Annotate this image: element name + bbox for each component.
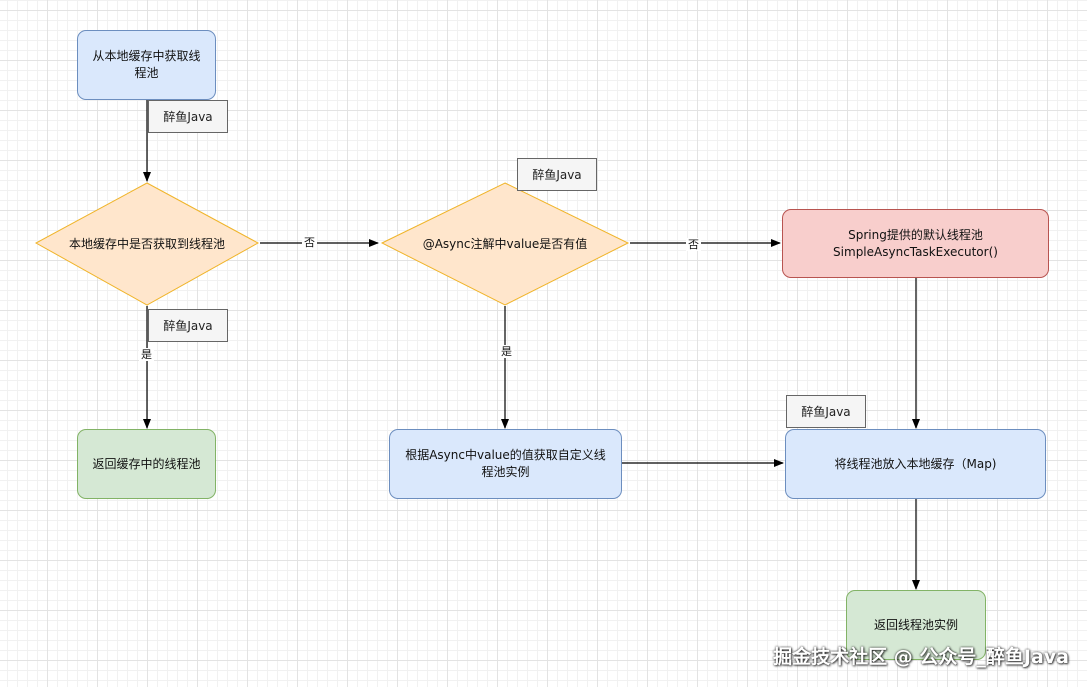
decision-diamond-async (380, 182, 630, 306)
node-put-cache-label: 将线程池放入本地缓存（Map) (834, 456, 997, 471)
edge-label-yes-2: 是 (499, 345, 514, 358)
node-put-cache: 将线程池放入本地缓存（Map) (785, 429, 1046, 499)
node-default-pool-line2: SimpleAsyncTaskExecutor() (833, 244, 998, 259)
tag-box-3: 醉鱼Java (148, 309, 228, 342)
node-get-from-cache-label: 从本地缓存中获取线程池 (92, 49, 201, 80)
node-custom-pool-label: 根据Async中value的值获取自定义线程池实例 (405, 448, 606, 479)
edge-label-yes-1: 是 (139, 348, 154, 361)
node-custom-pool: 根据Async中value的值获取自定义线程池实例 (389, 429, 622, 499)
node-get-from-cache: 从本地缓存中获取线程池 (77, 30, 216, 100)
node-return-instance-label: 返回线程池实例 (873, 617, 958, 632)
decision-cache-check-label: 本地缓存中是否获取到线程池 (68, 236, 225, 251)
node-return-instance: 返回线程池实例 (846, 590, 986, 660)
edge-label-no-2: 否 (686, 238, 701, 251)
node-return-cached: 返回缓存中的线程池 (77, 429, 216, 499)
decision-async-check-label: @Async注解中value是否有值 (422, 236, 588, 251)
node-default-pool: Spring提供的默认线程池 SimpleAsyncTaskExecutor() (782, 209, 1049, 278)
decision-diamond-cache (34, 182, 260, 306)
edge-label-no-1: 否 (302, 236, 317, 249)
tag-box-2: 醉鱼Java (517, 158, 597, 191)
tag-box-1: 醉鱼Java (148, 100, 228, 133)
tag-box-4: 醉鱼Java (786, 395, 866, 428)
node-default-pool-line1: Spring提供的默认线程池 (848, 227, 983, 242)
watermark: 掘金技术社区 @ 公众号_醉鱼Java (773, 646, 1069, 668)
node-return-cached-label: 返回缓存中的线程池 (92, 456, 201, 471)
